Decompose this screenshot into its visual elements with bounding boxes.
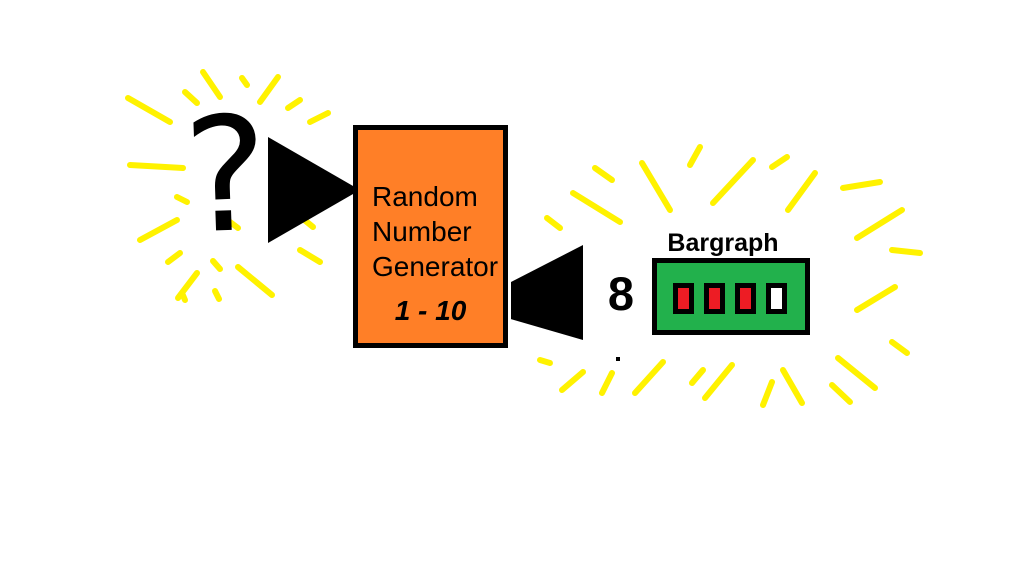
generator-label-line-2: Number [372, 216, 472, 247]
bargraph-box [652, 258, 810, 335]
stray-dot [616, 357, 620, 361]
random-number-generator-box: Random Number Generator 1 - 10 [353, 125, 508, 348]
bargraph-title: Bargraph [667, 229, 779, 257]
output-value: 8 [607, 267, 635, 320]
bargraph-cell-1-on [673, 283, 694, 314]
question-mark-icon: ? [180, 82, 272, 270]
generator-label: Random Number Generator [372, 179, 498, 284]
generator-label-line-3: Generator [372, 251, 499, 282]
bargraph-cell-3-on [735, 283, 756, 314]
generator-range-label: 1 - 10 [394, 295, 467, 326]
generator-label-line-1: Random [372, 181, 478, 212]
bargraph-cell-2-on [704, 283, 725, 314]
bargraph-cell-4-off [766, 283, 787, 314]
bargraph-cells [657, 263, 805, 330]
